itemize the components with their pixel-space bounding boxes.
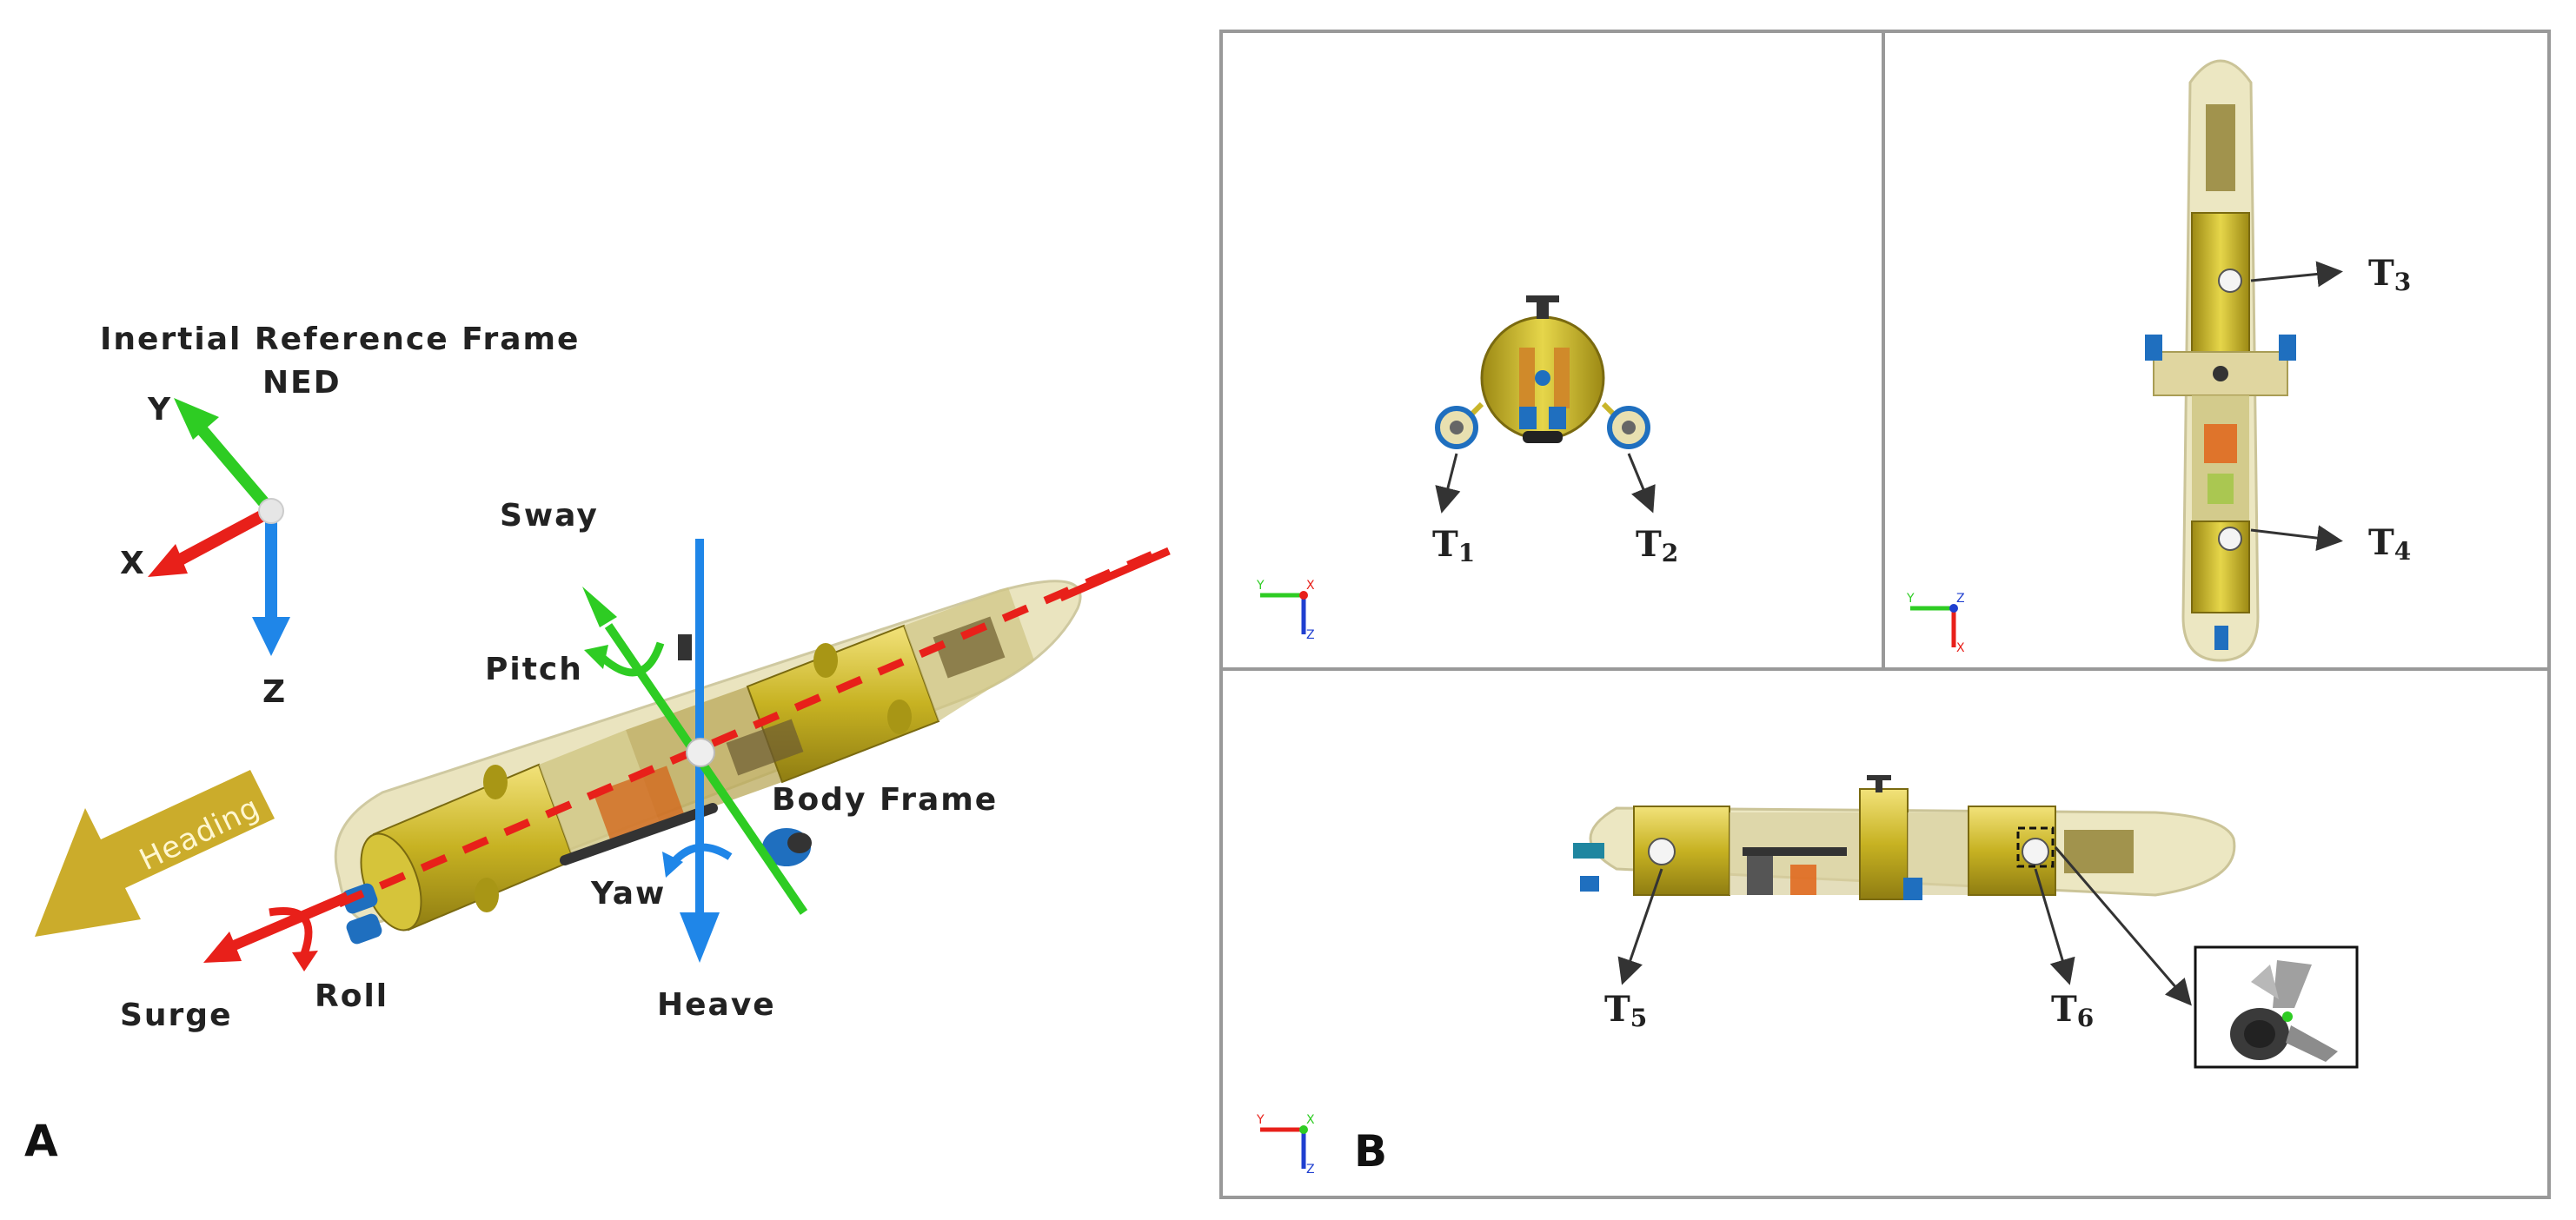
t3-label: T3 xyxy=(2368,253,2411,296)
t2-label: T2 xyxy=(1636,524,1678,567)
t6-highlight-box xyxy=(2016,826,2055,868)
sway-arrowhead xyxy=(582,587,617,627)
panel-a: Inertial Reference Frame NED Y X Z Headi… xyxy=(24,322,1171,1166)
front-view-triad: Y X Z xyxy=(1256,579,1315,642)
ned-x-axis xyxy=(170,505,275,569)
side-view: T5 T6 Y X Z xyxy=(1256,775,2359,1177)
surge-label: Surge xyxy=(120,998,233,1033)
svg-text:Z: Z xyxy=(1306,628,1315,642)
roll-label: Roll xyxy=(315,978,388,1014)
ned-y-arrowhead xyxy=(174,398,219,440)
body-frame-axes xyxy=(203,539,1171,971)
svg-text:X: X xyxy=(1306,579,1315,593)
ned-y-label: Y xyxy=(147,392,172,428)
sway-label: Sway xyxy=(500,498,599,534)
top-view-triad: Y Z X xyxy=(1906,592,1965,655)
heading-arrow: Heading xyxy=(35,770,275,937)
body-origin xyxy=(686,738,715,767)
thruster-inset xyxy=(2194,945,2359,1069)
heave-label: Heave xyxy=(657,987,776,1023)
roll-arrowhead xyxy=(292,951,318,971)
pitch-label: Pitch xyxy=(485,652,583,687)
t5-label: T5 xyxy=(1604,989,1647,1032)
thruster-t6-marker xyxy=(2022,838,2049,865)
front-view: T1 T2 Y X Z xyxy=(1256,295,1678,642)
pitch-arrowhead xyxy=(584,645,608,669)
ned-x-arrowhead xyxy=(148,544,188,577)
surge-axis-tip xyxy=(1059,547,1171,602)
svg-text:Y: Y xyxy=(1256,579,1265,593)
thruster-t5-marker xyxy=(1648,838,1676,865)
panel-b-letter: B xyxy=(1354,1126,1387,1177)
surge-arrow xyxy=(223,892,350,954)
yaw-label: Yaw xyxy=(590,876,666,912)
svg-text:Y: Y xyxy=(1906,592,1915,606)
svg-text:X: X xyxy=(1306,1113,1315,1127)
panel-a-letter: A xyxy=(24,1116,58,1166)
inertial-frame-subtitle: NED xyxy=(262,365,342,401)
ned-z-arrowhead xyxy=(252,617,290,656)
ned-y-axis xyxy=(186,413,276,515)
ned-origin xyxy=(258,498,284,524)
pitch-arc xyxy=(596,641,665,677)
ned-z-label: Z xyxy=(262,674,287,710)
side-view-triad: Y X Z xyxy=(1256,1113,1315,1177)
thruster-t4-marker xyxy=(2218,527,2242,551)
svg-text:Z: Z xyxy=(1306,1163,1315,1177)
ned-axes: Y X Z xyxy=(120,392,290,710)
surge-axis xyxy=(337,543,1171,908)
yaw-arrowhead xyxy=(662,852,683,878)
heave-arrowhead xyxy=(680,912,720,963)
ned-x-label: X xyxy=(120,546,146,581)
t6-label: T6 xyxy=(2051,989,2094,1032)
body-frame-label: Body Frame xyxy=(772,782,998,818)
top-view: T3 T4 Y Z X xyxy=(1906,59,2411,662)
surge-arrowhead xyxy=(203,932,242,963)
inertial-frame-title: Inertial Reference Frame xyxy=(100,322,580,357)
roll-arc xyxy=(269,907,313,956)
panel-b: T1 T2 Y X Z xyxy=(1219,30,2551,1199)
svg-text:Y: Y xyxy=(1256,1113,1265,1127)
thruster-t3-marker xyxy=(2218,269,2242,293)
svg-text:X: X xyxy=(1956,641,1965,655)
t1-label: T1 xyxy=(1432,524,1475,567)
svg-text:Z: Z xyxy=(1956,592,1965,606)
t4-label: T4 xyxy=(2368,522,2411,566)
